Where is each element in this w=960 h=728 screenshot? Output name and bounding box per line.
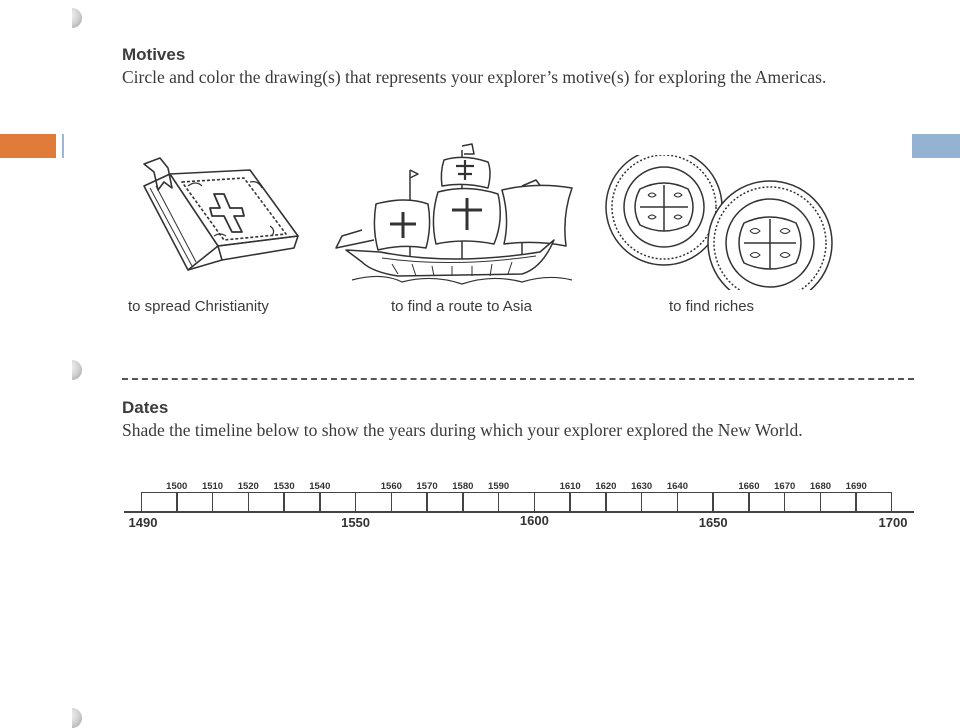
timeline-year-label: 1620: [595, 481, 617, 492]
timeline-segment-divider: [748, 492, 750, 512]
timeline-segment-divider: [640, 492, 643, 512]
timeline-segment-divider: [176, 492, 178, 512]
timeline-year-label: 1690: [845, 481, 867, 492]
timeline-segment-divider: [569, 492, 571, 512]
timeline-segment-divider: [819, 492, 822, 512]
timeline-year-label: 1540: [309, 481, 331, 492]
ship-icon[interactable]: [322, 140, 580, 290]
timeline-year-label: 1520: [237, 481, 259, 492]
timeline-segment-divider: [497, 492, 500, 512]
timeline-year-label: 1530: [273, 481, 295, 492]
timeline-major-label: 1650: [698, 515, 728, 530]
timeline-year-label: 1640: [666, 481, 688, 492]
timeline-segment-divider: [211, 492, 214, 512]
timeline-year-label: 1590: [488, 481, 510, 492]
timeline-major-label: 1550: [341, 515, 371, 530]
timeline-year-label: 1610: [559, 481, 581, 492]
motives-instruction: Circle and color the drawing(s) that rep…: [122, 67, 827, 87]
dashed-divider: [122, 378, 914, 380]
timeline-segment-divider: [605, 492, 607, 512]
bullet-icon: [62, 360, 82, 380]
caption-christianity: to spread Christianity: [128, 298, 269, 315]
timeline-segment-divider: [676, 492, 679, 512]
dates-heading: Dates: [122, 398, 169, 417]
timeline-year-label: 1570: [416, 481, 438, 492]
timeline-year-label: 1630: [631, 481, 653, 492]
timeline-year-label: 1560: [380, 481, 402, 492]
bullet-icon: [62, 708, 82, 728]
timeline-segment-divider: [533, 492, 536, 512]
caption-riches: to find riches: [669, 298, 755, 315]
dates-instruction: Shade the timeline below to show the yea…: [122, 420, 803, 440]
accent-bar-right: [912, 134, 960, 158]
timeline-major-label: 1700: [878, 515, 908, 530]
bullet-icon: [62, 8, 82, 28]
timeline-year-label: 1660: [738, 481, 760, 492]
timeline-segment-divider: [354, 492, 357, 512]
timeline-year-label: 1680: [809, 481, 832, 492]
timeline-segment-divider: [855, 492, 857, 512]
timeline-segment-divider: [712, 492, 714, 512]
timeline-year-label: 1580: [452, 481, 474, 492]
timeline-segment-divider: [319, 492, 321, 512]
timeline-segment-divider: [426, 492, 428, 512]
timeline-segment-divider: [247, 492, 250, 512]
accent-bar-left: [0, 134, 56, 158]
timeline-axis: [124, 511, 914, 513]
timeline-year-label: 1510: [201, 481, 224, 492]
timeline-segment-divider: [283, 492, 285, 512]
timeline-major-label: 1600: [519, 513, 549, 528]
timeline-year-label: 1500: [166, 481, 188, 492]
timeline-segment-divider: [462, 492, 464, 512]
timeline-bar[interactable]: [141, 492, 892, 512]
timeline-major-label: 1490: [128, 515, 158, 530]
coins-icon[interactable]: [600, 155, 842, 290]
motives-heading: Motives: [122, 45, 186, 64]
caption-route-to-asia: to find a route to Asia: [391, 298, 532, 315]
timeline-segment-divider: [783, 492, 786, 512]
timeline-year-label: 1670: [774, 481, 796, 492]
accent-line: [62, 134, 64, 158]
bible-icon[interactable]: [130, 150, 305, 290]
timeline-segment-divider: [390, 492, 393, 512]
